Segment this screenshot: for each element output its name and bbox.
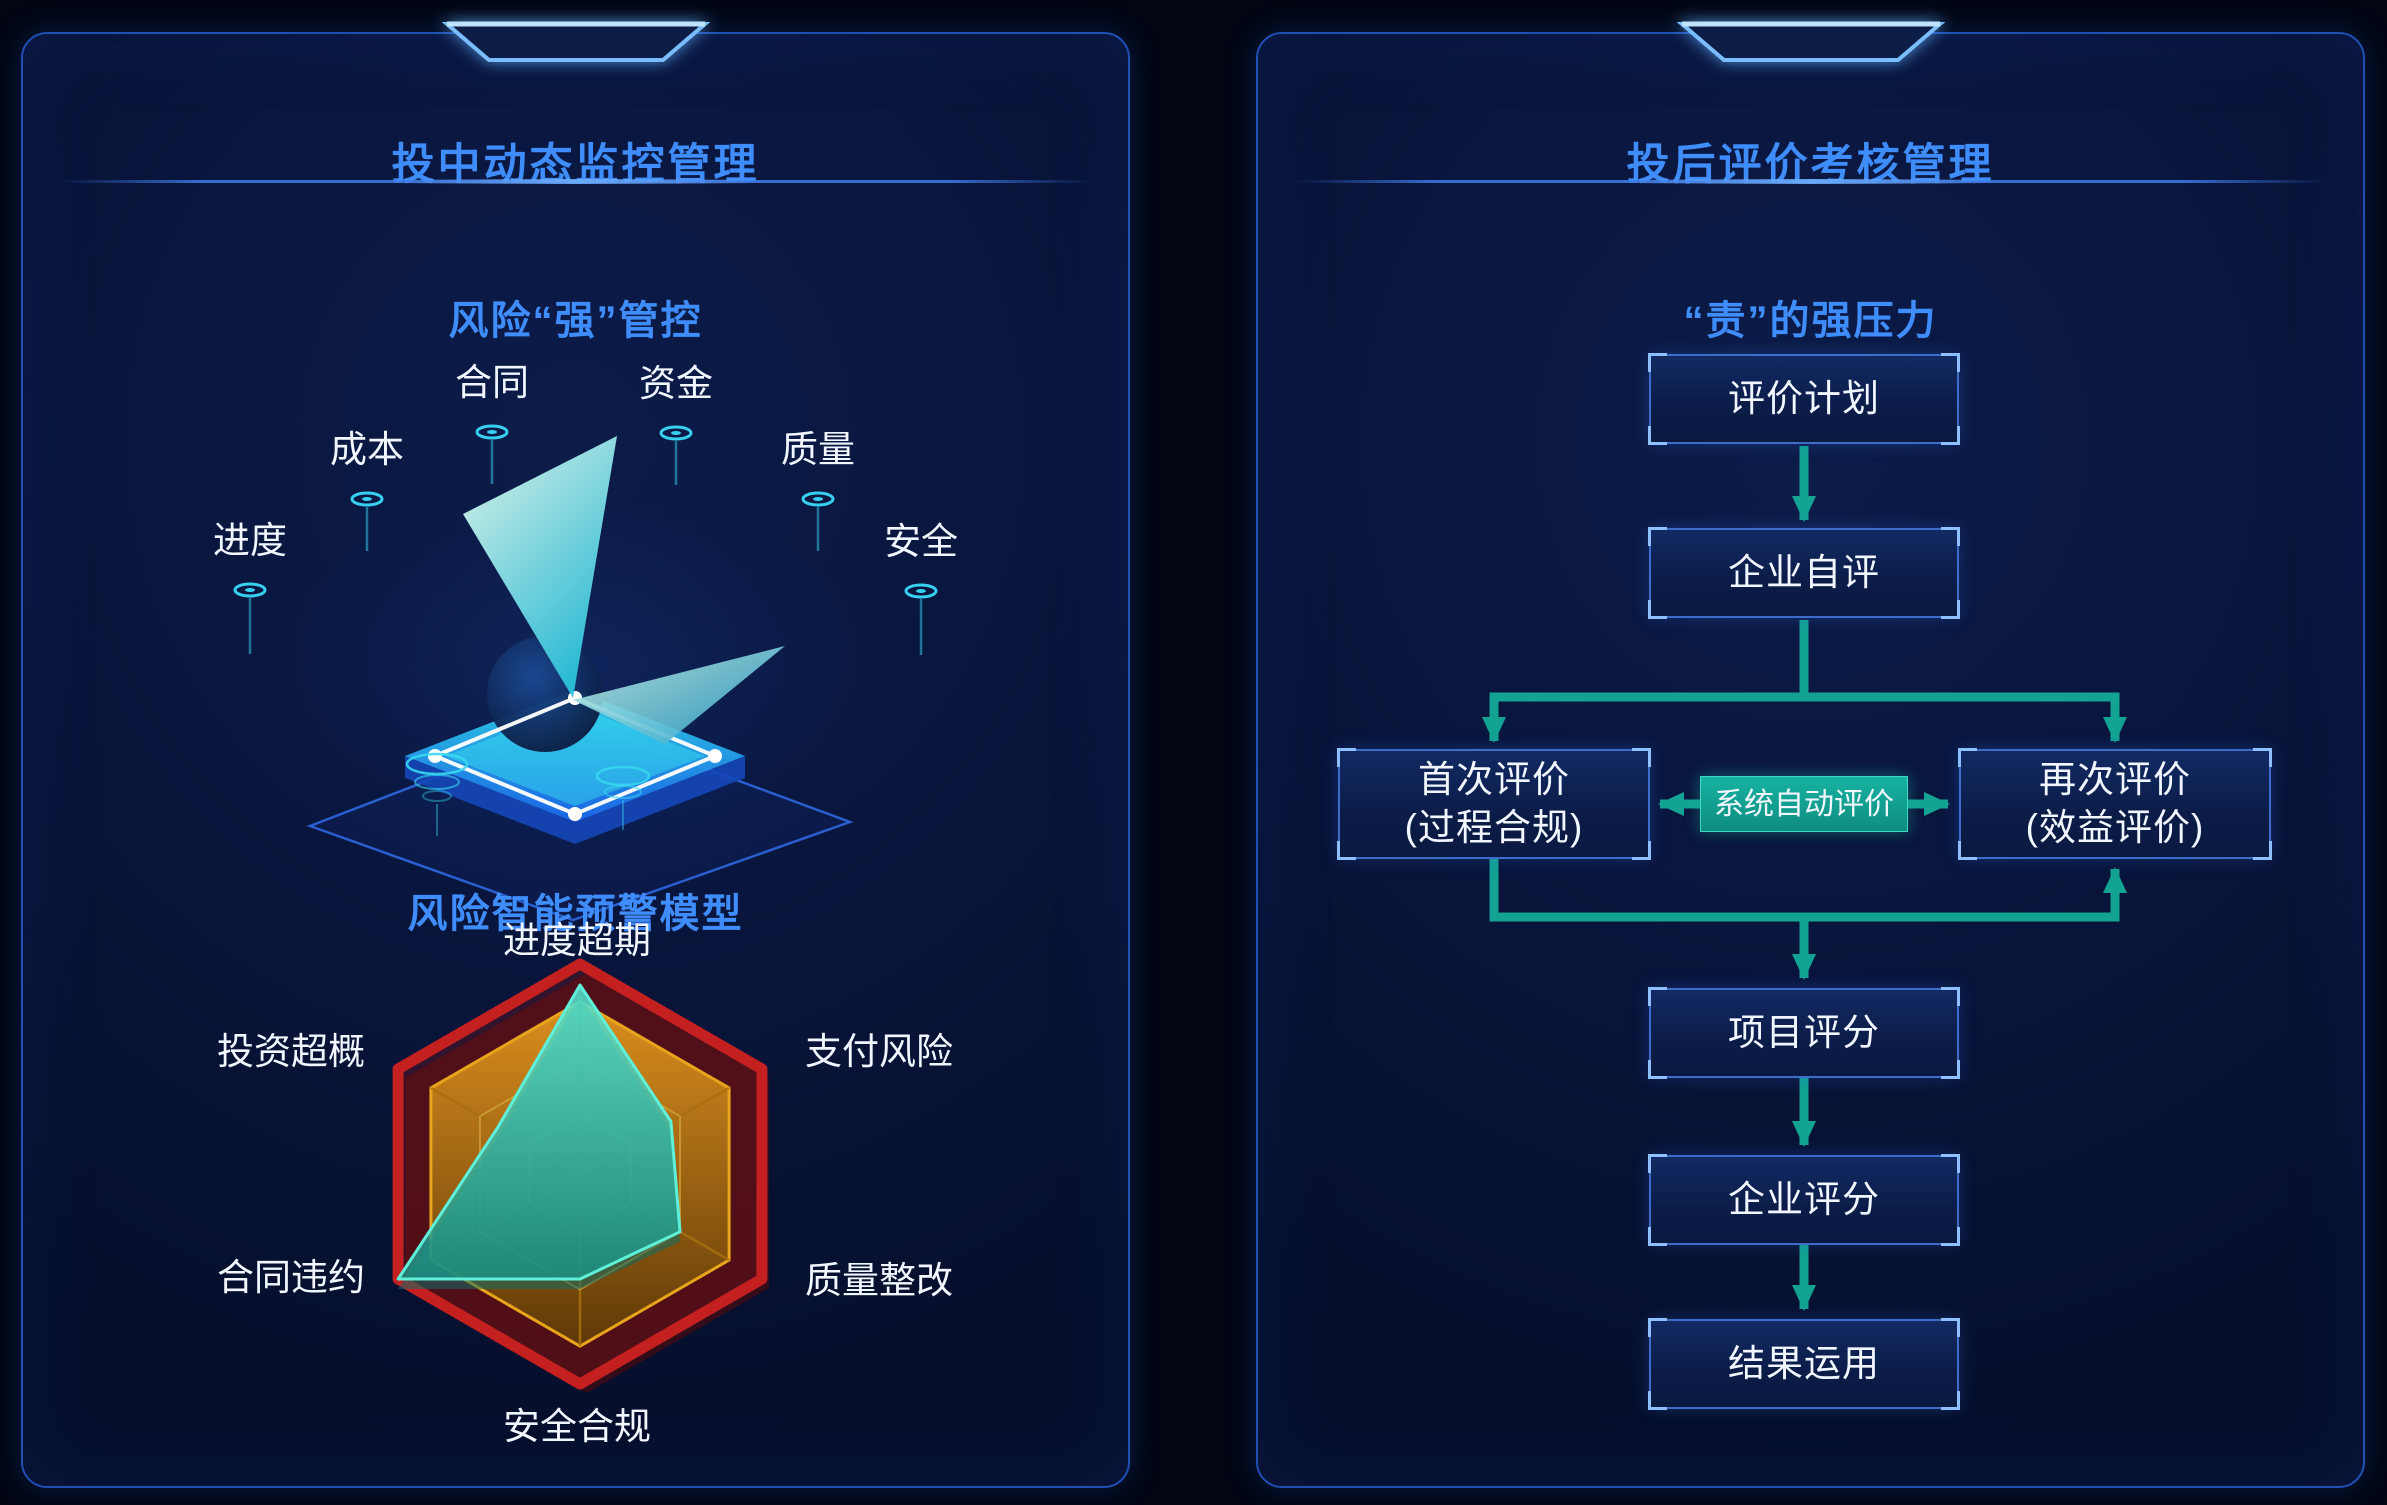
flow-box-label: 项目评分	[1728, 1011, 1880, 1053]
radar-axis-quality-rectify: 质量整改	[805, 1260, 953, 1301]
sail-large-icon	[463, 436, 617, 698]
risk-control-subtitle: 风险“强”管控	[448, 299, 703, 344]
ring-stack-left	[405, 752, 469, 836]
panel-top-notch-decoration	[441, 21, 710, 62]
risk-monitoring-illustration: 合同 资金 成本 质量 进度 安全	[145, 362, 1005, 924]
risk-radar-chart	[260, 914, 900, 1474]
label-cost: 成本	[330, 429, 404, 470]
title-divider	[1294, 180, 2327, 183]
label-pin-icons	[233, 424, 938, 655]
pin-safety-icon	[904, 583, 938, 655]
pin-progress-icon	[233, 582, 267, 654]
flow-box-label-line2: (效益评价)	[2025, 807, 2205, 848]
panel-post-investment-evaluation: 投后评价考核管理 “责”的强压力	[1256, 21, 2365, 1488]
flow-box-label-line2: (过程合规)	[1404, 807, 1584, 848]
flow-box-result-application: 结果运用	[1648, 1318, 1960, 1410]
radar-axis-investment-over: 投资超概	[217, 1031, 365, 1072]
flow-box-label: 系统自动评价	[1714, 787, 1894, 821]
label-safety: 安全	[884, 521, 958, 562]
flow-box-label: 企业评分	[1728, 1178, 1880, 1220]
panel-top-notch-decoration	[1676, 21, 1945, 62]
flow-box-first-evaluation: 首次评价 (过程合规)	[1337, 748, 1651, 860]
radar-data-polygon	[396, 983, 682, 1281]
label-funds: 资金	[639, 363, 713, 404]
flow-box-label-line1: 再次评价	[2039, 758, 2191, 800]
radar-chart-svg	[392, 958, 769, 1393]
flow-box-second-evaluation: 再次评价 (效益评价)	[1958, 748, 2272, 860]
panel-in-investment-monitoring: 投中动态监控管理 风险“强”管控	[21, 21, 1130, 1488]
responsibility-subtitle: “责”的强压力	[1683, 299, 1938, 344]
label-progress: 进度	[213, 520, 287, 561]
radar-axis-contract-breach: 合同违约	[217, 1257, 365, 1298]
sail-small-icon	[573, 646, 785, 744]
pin-funds-icon	[659, 425, 693, 485]
isometric-platform-graphic	[233, 424, 938, 922]
pin-quality-icon	[801, 491, 835, 551]
label-contract: 合同	[455, 362, 529, 403]
flow-box-enterprise-score: 企业评分	[1648, 1154, 1960, 1246]
flow-box-enterprise-self-eval: 企业自评	[1648, 527, 1960, 619]
pin-contract-icon	[475, 424, 509, 484]
sphere-graphic	[487, 636, 603, 752]
flow-box-system-auto-evaluation: 系统自动评价	[1700, 776, 1908, 832]
radar-grid-ring-outer	[479, 1057, 681, 1291]
flow-box-project-score: 项目评分	[1648, 987, 1960, 1079]
radar-axis-safety-compliance: 安全合规	[503, 1406, 651, 1447]
radar-axis-payment-risk: 支付风险	[805, 1031, 953, 1072]
label-quality: 质量	[781, 429, 855, 470]
flow-box-label: 评价计划	[1728, 377, 1880, 419]
title-divider	[59, 180, 1092, 183]
platform-side-face	[405, 756, 745, 844]
flow-box-label: 结果运用	[1728, 1342, 1880, 1384]
pin-cost-icon	[350, 491, 384, 551]
flow-arrows	[1482, 446, 2127, 1311]
radar-axis-progress-overdue: 进度超期	[503, 920, 651, 961]
ring-stack-right	[595, 765, 651, 830]
flow-box-evaluation-plan: 评价计划	[1648, 353, 1960, 445]
flow-box-label-line1: 首次评价	[1418, 758, 1570, 800]
warning-model-caption: 风险智能预警模型	[407, 892, 744, 936]
flow-box-label: 企业自评	[1728, 551, 1880, 593]
